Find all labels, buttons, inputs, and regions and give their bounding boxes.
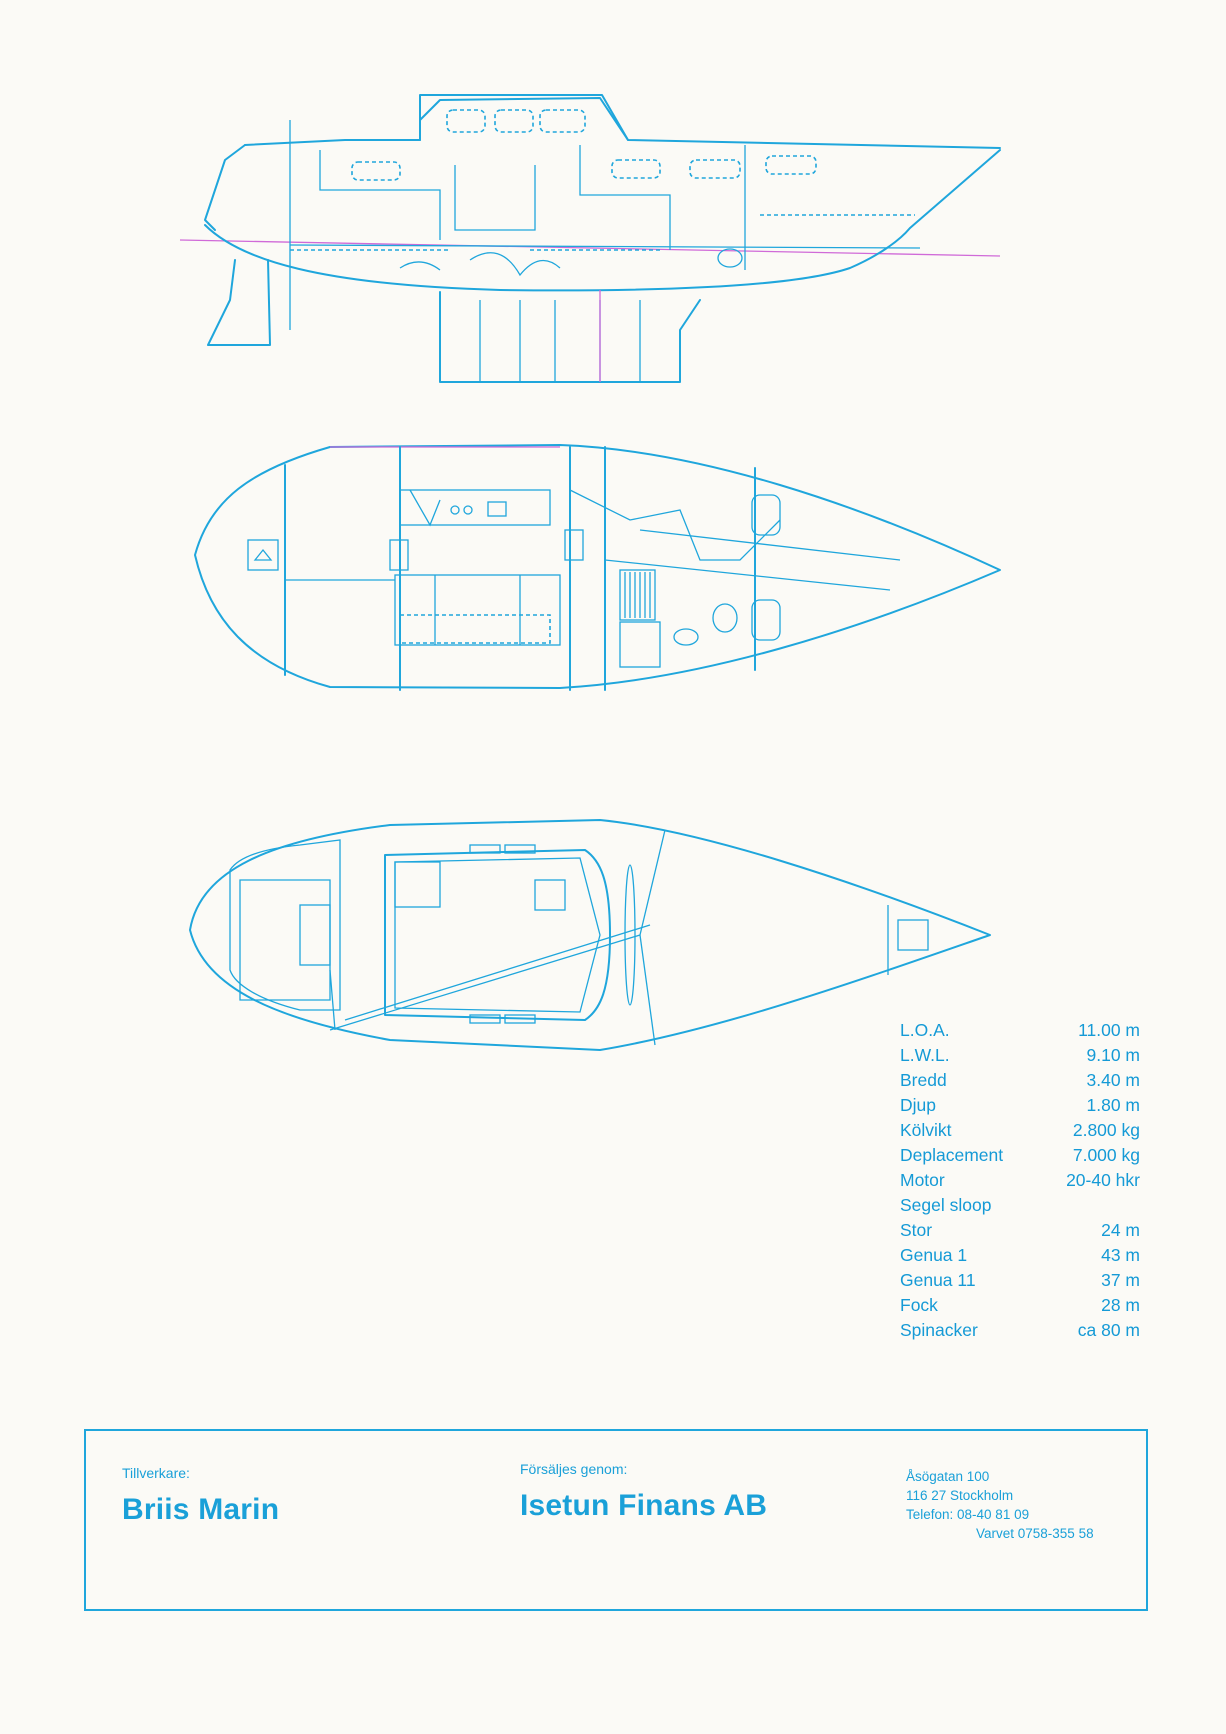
spec-value: 28 m — [1101, 1295, 1140, 1315]
spec-label: L.O.A. — [900, 1020, 950, 1040]
seller-address: Åsögatan 100 116 27 Stockholm Telefon: 0… — [906, 1467, 1094, 1543]
spec-row: Bredd 3.40 m — [900, 1068, 1140, 1093]
waterline — [179, 239, 1001, 257]
spec-value: 24 m — [1101, 1220, 1140, 1240]
spec-label: Motor — [900, 1170, 945, 1190]
spec-row: Fock 28 m — [900, 1293, 1140, 1318]
address-phone: Telefon: 08-40 81 09 — [906, 1507, 1030, 1522]
spec-label: Kölvikt — [900, 1120, 952, 1140]
spec-row: Deplacement 7.000 kg — [900, 1143, 1140, 1168]
spec-row: Djup 1.80 m — [900, 1093, 1140, 1118]
spec-value: 20-40 hkr — [1066, 1170, 1140, 1190]
address-city: 116 27 Stockholm — [906, 1488, 1014, 1503]
side-profile-drawing — [179, 94, 1001, 383]
spec-label: Djup — [900, 1095, 936, 1115]
deck-plan-drawing — [189, 819, 991, 1051]
spec-row: L.O.A. 11.00 m — [900, 1018, 1140, 1043]
spec-label: Genua 11 — [900, 1270, 976, 1290]
spec-value: 2.800 kg — [1072, 1120, 1140, 1140]
spec-value: 11.00 m — [1078, 1020, 1140, 1040]
spec-value — [1040, 1193, 1140, 1218]
spec-row: Kölvikt 2.800 kg — [900, 1118, 1140, 1143]
spec-label: Deplacement — [900, 1145, 1004, 1165]
spec-value: 43 m — [1101, 1245, 1140, 1265]
address-yard-phone: Varvet 0758-355 58 — [976, 1526, 1094, 1541]
spec-label: Fock — [900, 1295, 938, 1315]
spec-label: Spinacker — [900, 1320, 978, 1340]
spec-row: L.W.L. 9.10 m — [900, 1043, 1140, 1068]
seller-name: Isetun Finans AB — [520, 1489, 768, 1522]
spec-row: Segel sloop — [900, 1193, 1140, 1218]
spec-label: Genua 1 — [900, 1245, 968, 1265]
spec-value: 9.10 m — [1086, 1045, 1141, 1065]
spec-row: Genua 11 37 m — [900, 1268, 1140, 1293]
spec-label: Bredd — [900, 1070, 947, 1090]
footer-contact-box: Tillverkare: Briis Marin Försäljes genom… — [84, 1429, 1148, 1611]
seller-label: Försäljes genom: — [520, 1461, 628, 1477]
specifications-list: L.O.A. 11.00 m L.W.L. 9.10 m Bredd 3.40 … — [900, 1018, 1140, 1343]
spec-row: Stor 24 m — [900, 1218, 1140, 1243]
spec-row: Spinacker ca 80 m — [900, 1318, 1140, 1343]
interior-plan-drawing — [194, 444, 1001, 691]
spec-value: 37 m — [1101, 1270, 1140, 1290]
spec-value: 3.40 m — [1086, 1070, 1141, 1090]
spec-row: Genua 1 43 m — [900, 1243, 1140, 1268]
address-street: Åsögatan 100 — [906, 1469, 990, 1484]
spec-value: ca 80 m — [1077, 1320, 1140, 1340]
spec-row: Motor 20-40 hkr — [900, 1168, 1140, 1193]
spec-label: L.W.L. — [900, 1045, 950, 1065]
manufacturer-name: Briis Marin — [122, 1493, 280, 1526]
spec-value: 1.80 m — [1086, 1095, 1141, 1115]
spec-label: Stor — [900, 1220, 933, 1240]
spec-label: Segel sloop — [900, 1195, 992, 1215]
spec-value: 7.000 kg — [1072, 1145, 1140, 1165]
manufacturer-label: Tillverkare: — [122, 1465, 190, 1481]
